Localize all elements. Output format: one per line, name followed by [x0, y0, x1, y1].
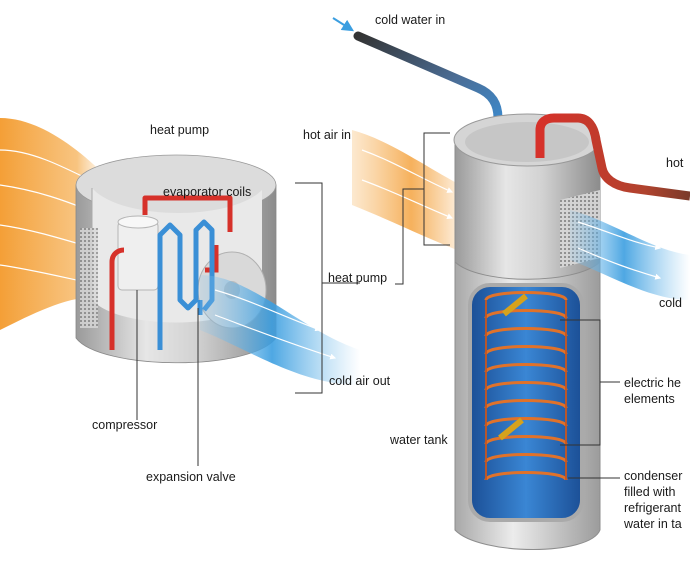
cold-air-flow-right: [570, 210, 690, 300]
leader-lines-right: [395, 132, 620, 479]
label-condenser-2: filled with: [624, 485, 676, 499]
hot-air-flow-right: [352, 130, 470, 255]
label-condenser-3: refrigerant: [624, 501, 681, 515]
hot-water-outlet-pipe: [535, 113, 690, 201]
label-condenser-1: condenser: [624, 469, 683, 483]
label-heat-pump-title: heat pump: [150, 123, 210, 137]
label-electric-heating-2: elements: [624, 392, 675, 406]
label-cold-water-in: cold water in: [375, 13, 446, 27]
cold-air-flow-left: [200, 275, 360, 385]
label-hot-water-out: hot: [666, 156, 684, 170]
label-hot-air-in: hot air in: [303, 128, 351, 142]
label-cold-air-out-right: cold: [659, 296, 682, 310]
label-heat-pump-bracket: heat pump: [328, 271, 388, 285]
cold-water-inlet-pipe: [332, 17, 503, 145]
label-cold-air-out-left: cold air out: [329, 374, 391, 388]
label-water-tank: water tank: [390, 433, 448, 447]
leader-lines-left: [136, 182, 360, 466]
label-condenser-4: water in ta: [624, 517, 682, 531]
label-evaporator-coils: evaporator coils: [163, 185, 252, 199]
label-expansion-valve: expansion valve: [146, 470, 236, 484]
label-compressor: compressor: [92, 418, 158, 432]
water-heater-tank: [453, 113, 601, 550]
label-electric-heating-1: electric he: [624, 376, 681, 390]
